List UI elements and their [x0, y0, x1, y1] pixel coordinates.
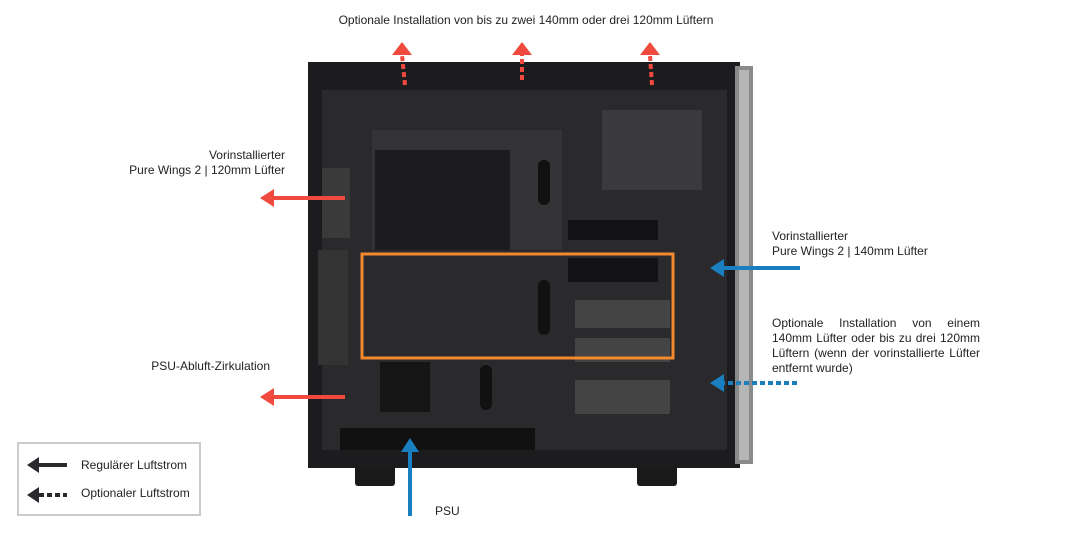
legend-optional-label: Optionaler Luftstrom: [81, 486, 190, 500]
legend: Regulärer Luftstrom Optionaler Luftstrom: [17, 442, 201, 516]
arrow-top-1: [392, 42, 412, 86]
front-intake-arrow: [710, 259, 800, 277]
arrow-top-2: [512, 42, 532, 80]
front-fan-label-line1: Vorinstallierter: [772, 229, 849, 243]
pc-case: [308, 62, 753, 468]
psu-exhaust-label: PSU-Abluft-Zirkulation: [151, 359, 270, 373]
legend-icons: [27, 457, 67, 503]
front-optional-label: Optionale Installation von einem 140mm L…: [772, 316, 980, 375]
psu-intake-arrow: [401, 438, 419, 516]
arrow-top-3: [640, 42, 660, 86]
top-fans-label: Optionale Installation von bis zu zwei 1…: [338, 13, 714, 27]
top-exhaust-arrows: [392, 42, 660, 86]
rear-fan-label-line1: Vorinstallierter: [208, 148, 285, 162]
rear-fan-label: Vorinstallierter Pure Wings 2 | 120mm Lü…: [100, 148, 285, 178]
rear-fan-label-line2: Pure Wings 2 | 120mm Lüfter: [129, 163, 285, 177]
psu-exhaust-arrow: [260, 388, 345, 406]
front-optional-intake-arrow: [710, 374, 797, 392]
front-fan-label: Vorinstallierter Pure Wings 2 | 140mm Lü…: [772, 229, 992, 259]
legend-regular-label: Regulärer Luftstrom: [81, 458, 188, 472]
front-fan-label-line2: Pure Wings 2 | 140mm Lüfter: [772, 244, 928, 258]
motherboard-highlight: [360, 252, 675, 360]
optional-airflow-icon: [27, 487, 67, 503]
regular-airflow-icon: [27, 457, 67, 473]
psu-label: PSU: [435, 504, 460, 518]
rear-exhaust-arrow: [260, 189, 345, 207]
